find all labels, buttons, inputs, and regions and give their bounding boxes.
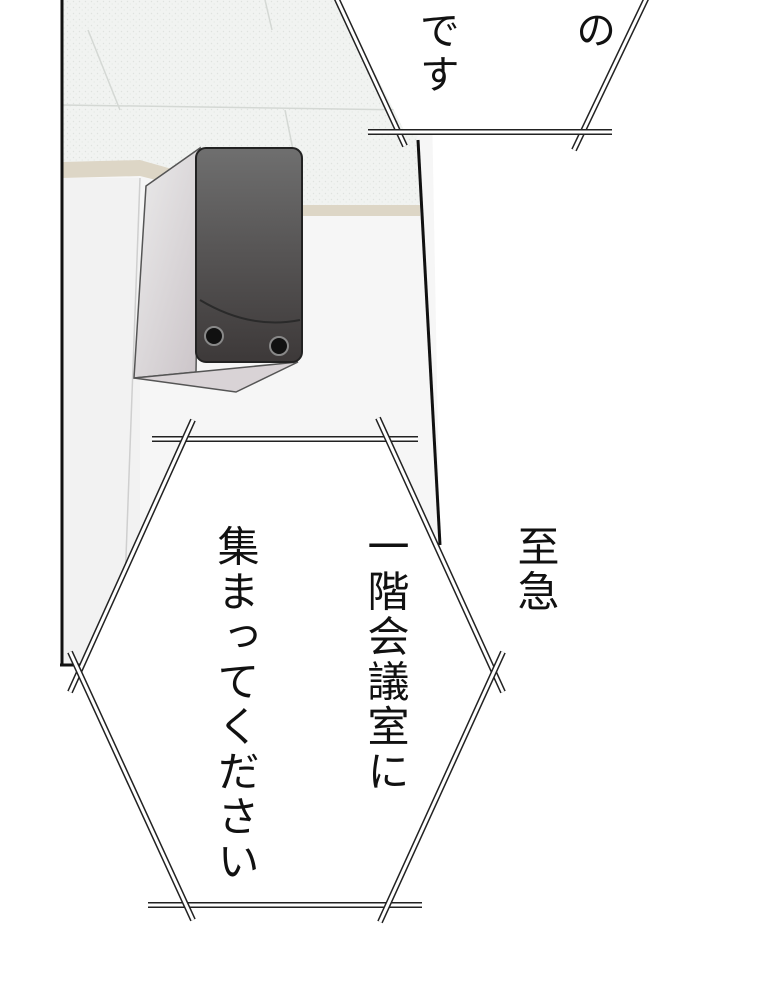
speaker-port-icon: [269, 336, 289, 356]
top-bubble-line: です: [413, 9, 459, 98]
main-bubble-line: 至急: [511, 524, 560, 615]
wall-trim: [62, 160, 420, 216]
bubble-edge: [572, 0, 648, 151]
speaker-front: [195, 147, 303, 363]
bubble-edge: [335, 0, 407, 147]
top-bubble-fill: [337, 0, 648, 132]
ceiling-seam: [87, 29, 121, 111]
bubble-edge: [376, 417, 505, 693]
speaker: [133, 146, 303, 393]
speaker-grille-divider: [199, 299, 301, 324]
speaker-bottom: [133, 361, 299, 393]
ceiling-seam: [61, 104, 413, 111]
main-bubble-text: 至急 一階会議室に 集まってください: [210, 492, 610, 885]
top-bubble-text: の です: [410, 0, 670, 97]
wall-column: [62, 178, 140, 665]
bubble-edge: [378, 651, 505, 923]
main-bubble-line: 集まってください: [211, 524, 260, 885]
speaker-port-icon: [204, 326, 224, 346]
ceiling: [62, 0, 420, 205]
top-speech-bubble-shape: [334, 0, 649, 152]
ceiling-seam: [264, 0, 273, 31]
bubble-edge: [68, 651, 195, 921]
bubble-edge: [68, 419, 195, 693]
main-bubble-fill: [76, 439, 497, 905]
panel-border-right: [416, 139, 442, 546]
main-speech-bubble-shape: [67, 416, 506, 924]
main-bubble-line: 一階会議室に: [361, 524, 410, 795]
top-bubble-line: の: [569, 9, 615, 54]
